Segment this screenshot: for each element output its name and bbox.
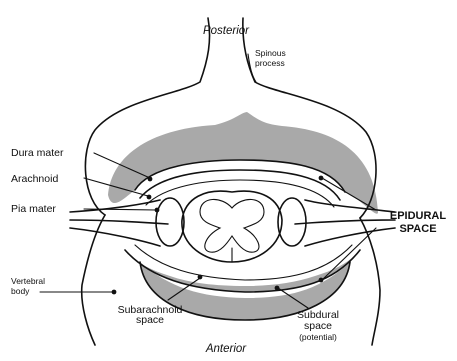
label-pia-mater: Pia mater xyxy=(11,203,56,215)
arachnoid-outline xyxy=(146,180,334,207)
dorsal-root-ganglion-left xyxy=(156,198,184,246)
dot-arachnoid xyxy=(147,195,152,200)
nerve-root-right-mid xyxy=(295,220,395,224)
vertebral-canal-outline xyxy=(85,18,209,215)
dot-subarachnoid xyxy=(198,275,203,280)
label-posterior: Posterior xyxy=(203,25,250,37)
label-epidural-line2: SPACE xyxy=(399,223,436,235)
dot-epidural-lower xyxy=(319,278,324,283)
grey-matter xyxy=(200,199,264,252)
label-arachnoid: Arachnoid xyxy=(11,173,58,185)
label-spinous-line2: process xyxy=(255,58,285,68)
nerve-root-left-mid xyxy=(70,220,168,224)
label-subarachnoid-line2: space xyxy=(136,314,164,326)
dura-mater-inner xyxy=(140,170,340,200)
vertebral-body-left xyxy=(82,215,105,345)
label-subdural-line3: (potential) xyxy=(299,332,337,342)
dot-vertebral-body xyxy=(112,290,117,295)
label-subdural-line2: space xyxy=(304,320,332,332)
label-spinous-line1: Spinous xyxy=(255,48,286,58)
label-epidural-line1: EPIDURAL xyxy=(390,210,447,222)
dot-epidural-upper xyxy=(319,176,324,181)
nerve-root-left-lower xyxy=(70,228,160,246)
nerve-root-right-lower xyxy=(305,228,395,246)
vertebral-body-right xyxy=(360,218,380,345)
label-vertebral-line1: Vertebral xyxy=(11,276,45,286)
nerve-root-right-upper xyxy=(305,200,395,212)
dot-pia-mater xyxy=(155,208,160,213)
dot-dura-mater xyxy=(148,177,153,182)
dot-subdural xyxy=(275,286,280,291)
label-vertebral-line2: body xyxy=(11,286,30,296)
label-anterior: Anterior xyxy=(205,343,247,355)
label-dura-mater: Dura mater xyxy=(11,147,64,159)
